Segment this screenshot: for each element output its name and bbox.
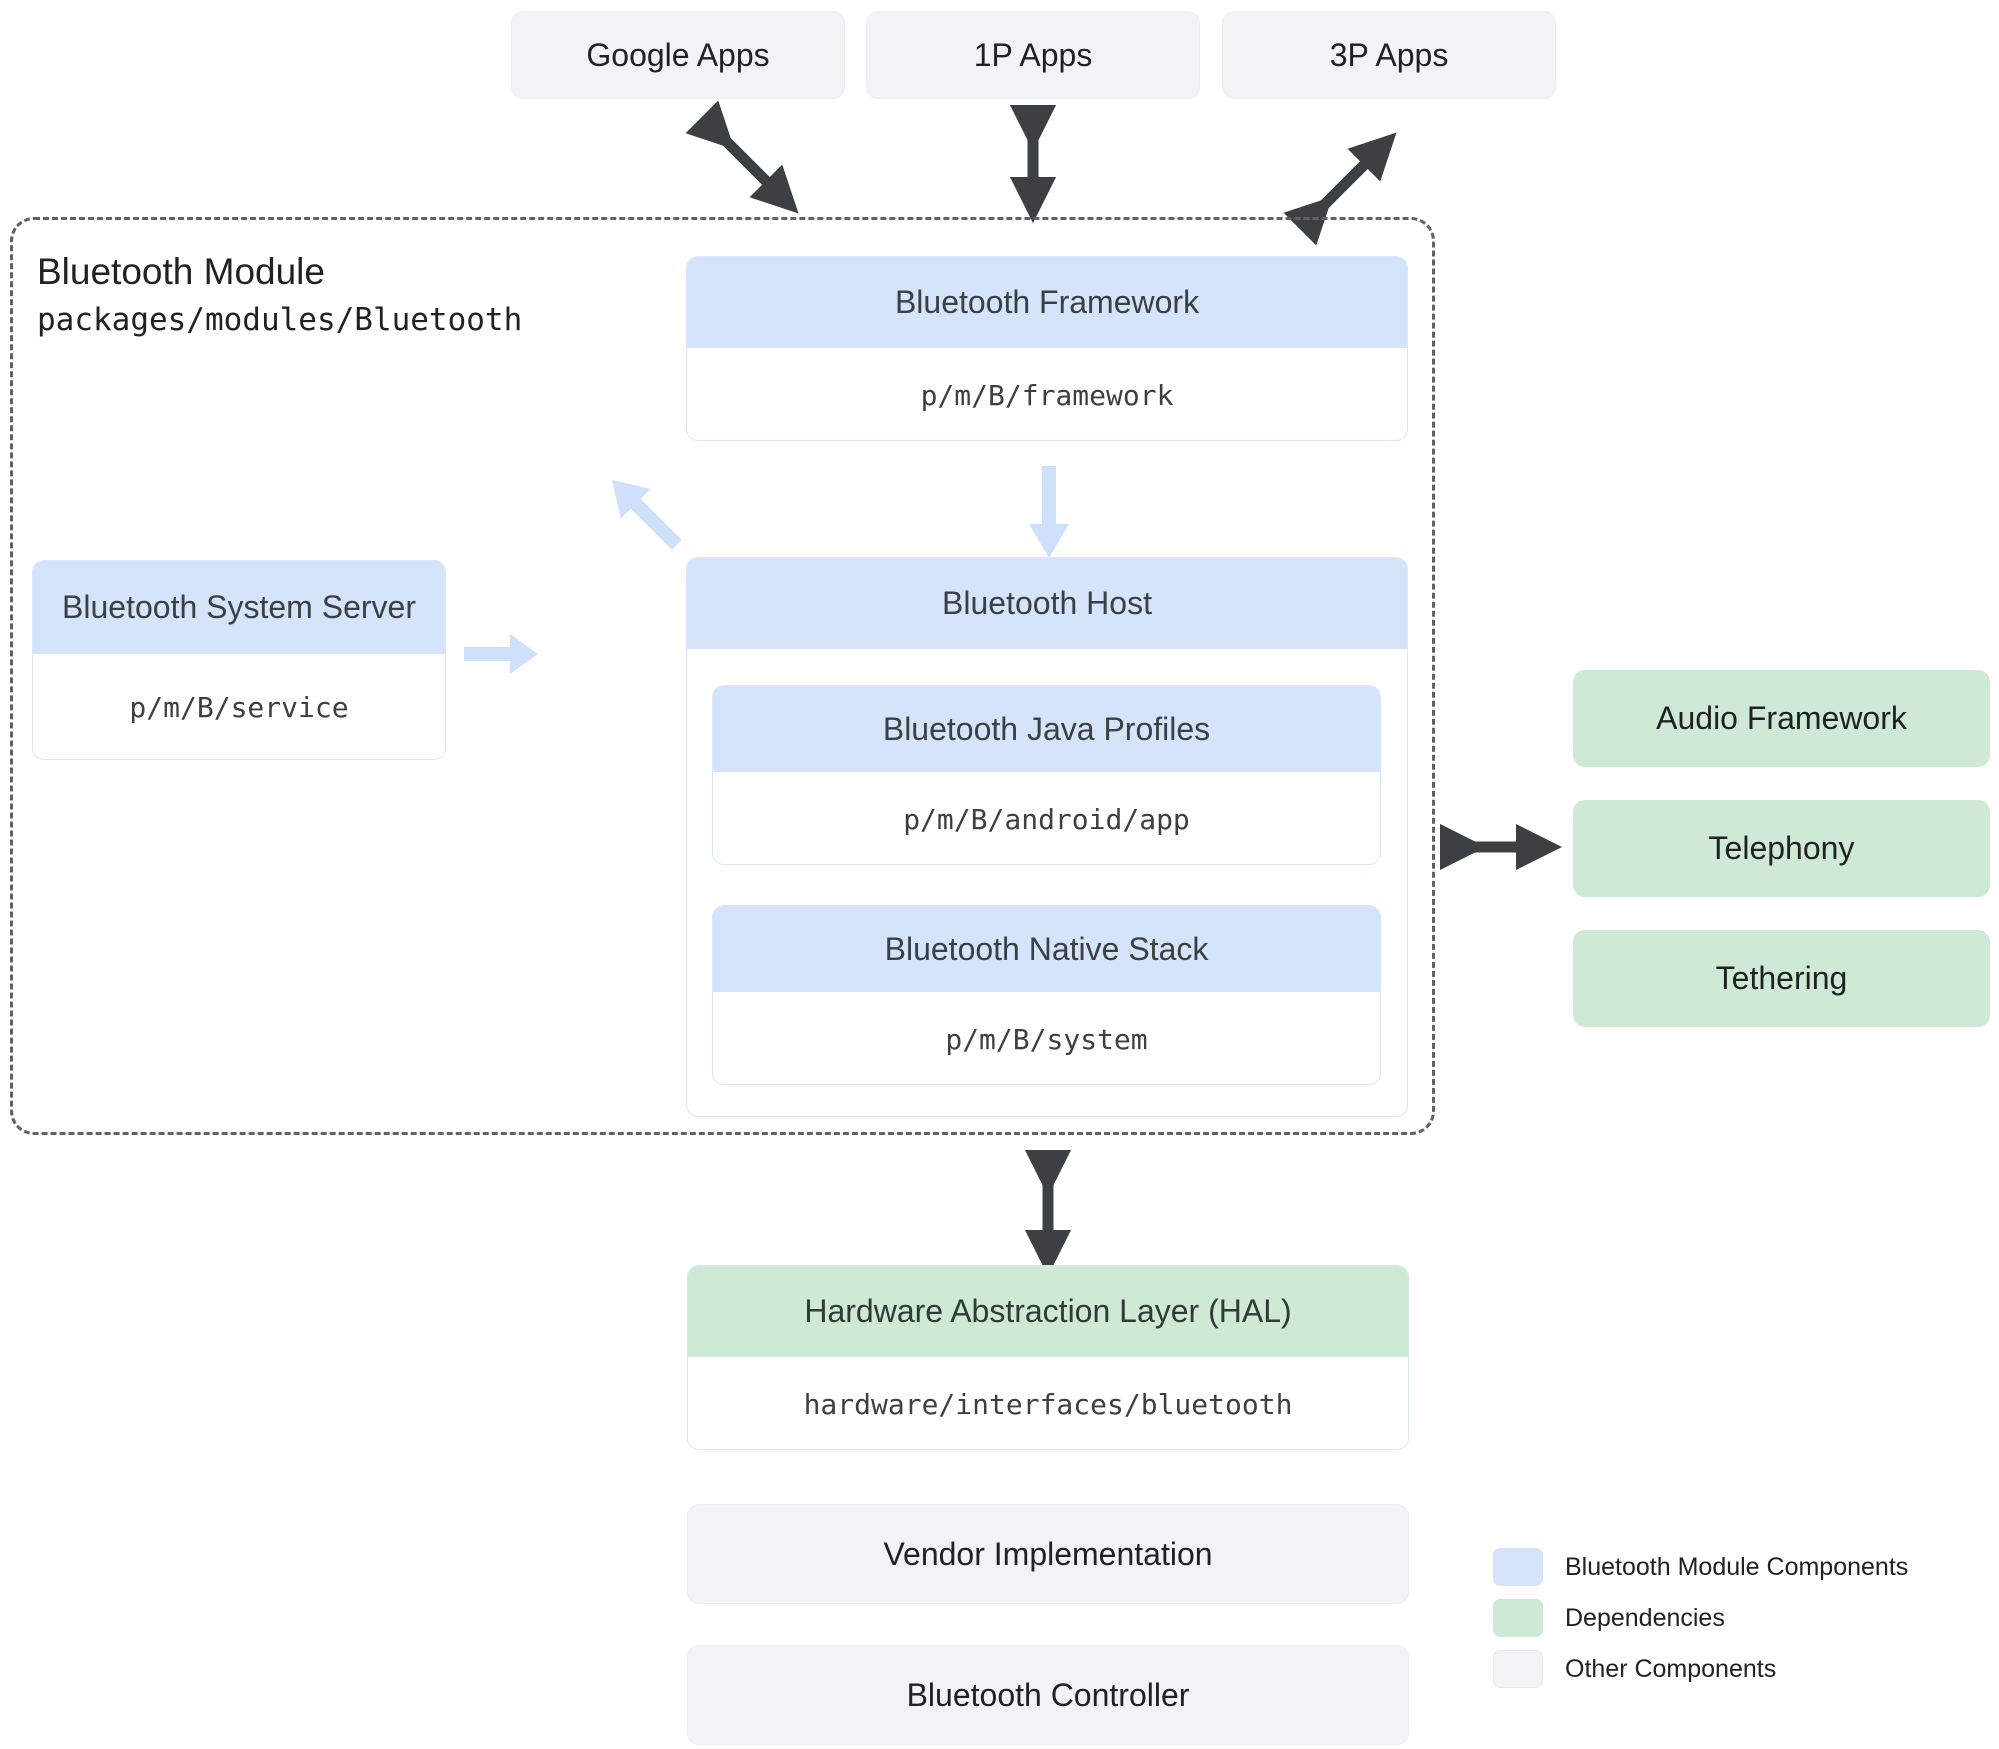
bluetooth-native-stack-title: Bluetooth Native Stack: [713, 906, 1380, 992]
bluetooth-native-stack-path: p/m/B/system: [713, 992, 1380, 1084]
google-apps-connector-arrow: [685, 100, 801, 216]
telephony-box[interactable]: Telephony: [1573, 800, 1990, 897]
host-to-dependencies-arrow: [1439, 823, 1563, 871]
legend-label-other-components: Other Components: [1565, 1654, 1777, 1683]
hal-box[interactable]: Hardware Abstraction Layer (HAL) hardwar…: [687, 1265, 1409, 1450]
bluetooth-host-title: Bluetooth Host: [687, 558, 1407, 649]
bluetooth-system-server-path: p/m/B/service: [33, 654, 445, 759]
google-apps-label: Google Apps: [586, 36, 770, 73]
bluetooth-java-profiles-box[interactable]: Bluetooth Java Profiles p/m/B/android/ap…: [712, 685, 1381, 865]
module-subtitle: packages/modules/Bluetooth: [37, 302, 523, 338]
1p-apps-label: 1P Apps: [973, 36, 1093, 73]
legend-swatch-module-components: [1493, 1548, 1543, 1586]
legend-item-other-components: Other Components: [1493, 1650, 1908, 1688]
hal-path: hardware/interfaces/bluetooth: [688, 1357, 1408, 1449]
3p-apps-connector-arrow: [1283, 130, 1399, 246]
framework-to-host-arrow: [1029, 466, 1069, 558]
bluetooth-java-profiles-path: p/m/B/android/app: [713, 772, 1380, 864]
bluetooth-framework-path: p/m/B/framework: [687, 348, 1407, 440]
bluetooth-java-profiles-title: Bluetooth Java Profiles: [713, 686, 1380, 772]
hal-title: Hardware Abstraction Layer (HAL): [688, 1266, 1408, 1357]
bluetooth-module-container: [10, 217, 1435, 1135]
tethering-label: Tethering: [1715, 960, 1848, 997]
legend-label-dependencies: Dependencies: [1565, 1603, 1725, 1632]
bluetooth-controller-box[interactable]: Bluetooth Controller: [687, 1645, 1409, 1745]
bluetooth-system-server-title: Bluetooth System Server: [33, 561, 445, 654]
audio-framework-label: Audio Framework: [1656, 700, 1907, 737]
legend-item-dependencies: Dependencies: [1493, 1599, 1908, 1637]
audio-framework-box[interactable]: Audio Framework: [1573, 670, 1990, 767]
module-title: Bluetooth Module: [37, 251, 325, 292]
system-server-to-host-arrow: [464, 634, 538, 674]
bluetooth-framework-box[interactable]: Bluetooth Framework p/m/B/framework: [686, 256, 1408, 441]
1p-apps-connector-arrow: [1009, 104, 1057, 224]
legend-item-module-components: Bluetooth Module Components: [1493, 1548, 1908, 1586]
bluetooth-native-stack-box[interactable]: Bluetooth Native Stack p/m/B/system: [712, 905, 1381, 1085]
1p-apps-box[interactable]: 1P Apps: [866, 11, 1200, 99]
3p-apps-label: 3P Apps: [1329, 36, 1449, 73]
google-apps-box[interactable]: Google Apps: [511, 11, 845, 99]
vendor-implementation-label: Vendor Implementation: [883, 1535, 1213, 1572]
bluetooth-system-server-box[interactable]: Bluetooth System Server p/m/B/service: [32, 560, 446, 760]
3p-apps-box[interactable]: 3P Apps: [1222, 11, 1556, 99]
framework-to-system-server-arrow: [596, 464, 694, 562]
bluetooth-framework-title: Bluetooth Framework: [687, 257, 1407, 348]
legend-swatch-dependencies: [1493, 1599, 1543, 1637]
module-to-hal-arrow: [1024, 1149, 1072, 1277]
bluetooth-controller-label: Bluetooth Controller: [906, 1676, 1190, 1713]
legend: Bluetooth Module Components Dependencies…: [1493, 1548, 1908, 1701]
legend-swatch-other-components: [1493, 1650, 1543, 1688]
vendor-implementation-box[interactable]: Vendor Implementation: [687, 1504, 1409, 1604]
legend-label-module-components: Bluetooth Module Components: [1565, 1552, 1909, 1581]
telephony-label: Telephony: [1708, 830, 1855, 867]
tethering-box[interactable]: Tethering: [1573, 930, 1990, 1027]
